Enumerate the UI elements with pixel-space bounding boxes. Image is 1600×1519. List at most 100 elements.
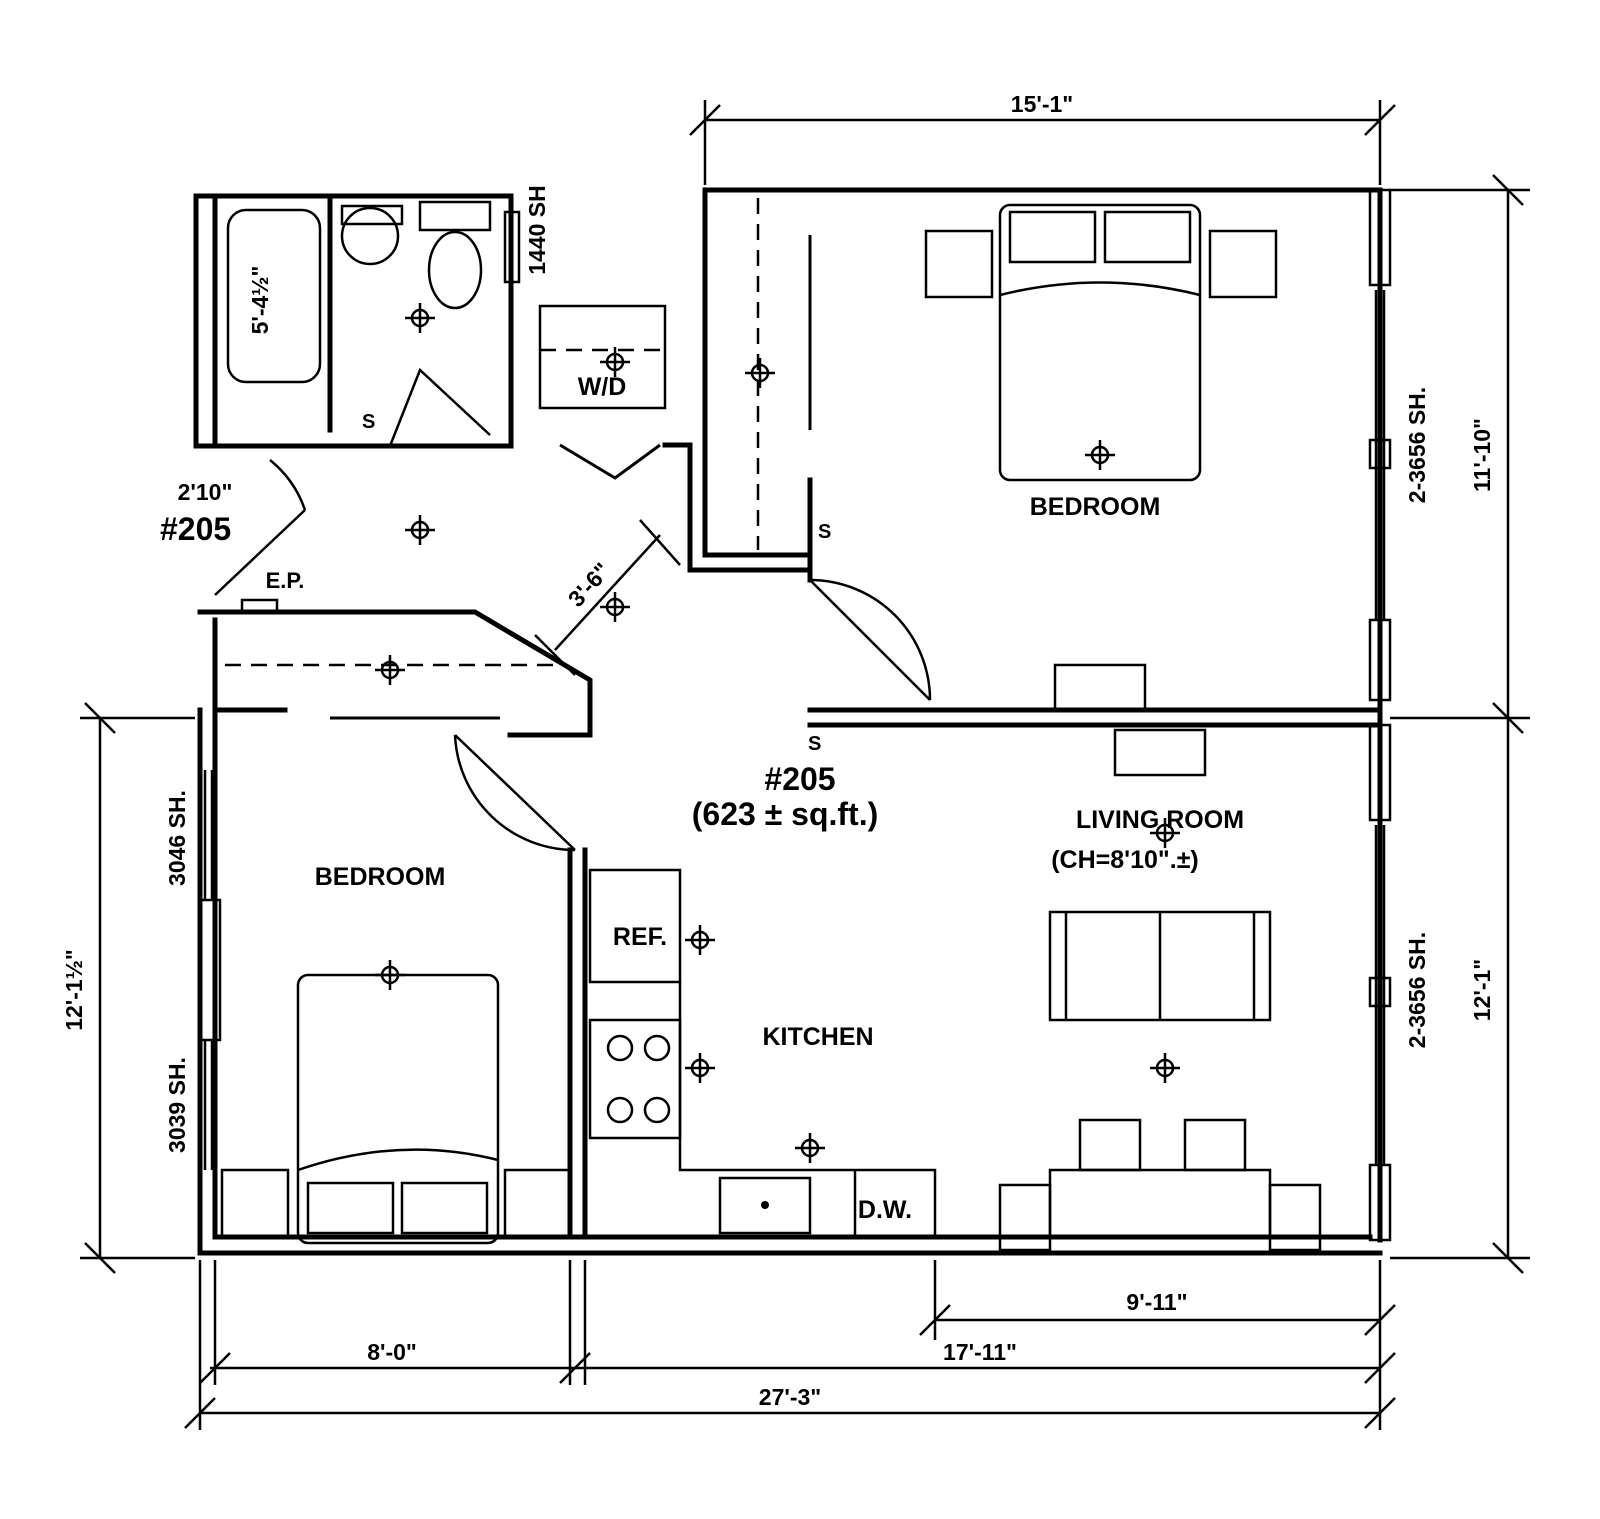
burner bbox=[643, 1096, 671, 1124]
switch-symbol: S bbox=[818, 521, 831, 543]
kitchen-sink bbox=[718, 1176, 812, 1235]
room-labels: #205 #205 (623 ± sq.ft.) BEDROOM BEDROOM… bbox=[160, 373, 1244, 1224]
living-room-label: LIVING ROOM bbox=[1076, 806, 1244, 834]
toilet-bowl bbox=[427, 230, 483, 310]
fixtures bbox=[220, 200, 1322, 1252]
left-bedroom-door-swing bbox=[453, 734, 576, 852]
light-fixture bbox=[375, 960, 405, 990]
dim-entry-door: 2'10" bbox=[178, 479, 233, 505]
dim-living-depth: 12'-1" bbox=[1469, 959, 1495, 1021]
light-fixture bbox=[600, 592, 630, 622]
light-fixture bbox=[685, 925, 715, 955]
dining-chair bbox=[1078, 1118, 1142, 1172]
doors bbox=[214, 235, 932, 852]
window-left-upper-label: 3046 SH. bbox=[164, 790, 190, 886]
unit-area: (623 ± sq.ft.) bbox=[692, 796, 878, 832]
window-jamb bbox=[198, 898, 222, 1042]
dining-chair bbox=[1183, 1118, 1247, 1172]
pillow bbox=[1008, 210, 1097, 264]
sink-drain bbox=[761, 1201, 769, 1209]
bathtub bbox=[226, 208, 322, 384]
light-fixture bbox=[405, 303, 435, 333]
window-jamb bbox=[1368, 723, 1392, 822]
dim-left-bedroom-width: 8'-0" bbox=[367, 1339, 417, 1365]
dimension-labels: 15'-1" 11'-10" 12'-1" 12'-1½" 8'-0" 17'-… bbox=[61, 91, 1495, 1410]
window-labels: 1440 SH 2-3656 SH. 2-3656 SH. 3046 SH. 3… bbox=[164, 185, 1430, 1153]
burner bbox=[606, 1034, 634, 1062]
ceiling-height-label: (CH=8'10".±) bbox=[1051, 846, 1199, 874]
window-right-upper-label: 2-3656 SH. bbox=[1404, 387, 1430, 503]
entry-door-swing bbox=[214, 459, 307, 596]
kitchen-counter bbox=[678, 982, 937, 1237]
unit-number-entry: #205 bbox=[160, 511, 231, 547]
bedroom-left-label: BEDROOM bbox=[315, 863, 446, 891]
nightstand bbox=[503, 1168, 573, 1238]
light-fixture bbox=[685, 1053, 715, 1083]
walls bbox=[193, 187, 1383, 1256]
laundry-bifold bbox=[559, 443, 661, 480]
light-fixture bbox=[795, 1133, 825, 1163]
bathroom-wall bbox=[193, 193, 514, 449]
burner bbox=[643, 1034, 671, 1062]
light-fixture bbox=[600, 347, 630, 377]
washer-dryer bbox=[538, 304, 667, 410]
dimension-lines bbox=[80, 100, 1530, 1430]
toilet-tank bbox=[418, 200, 492, 232]
window-mullion bbox=[1368, 976, 1392, 1008]
light-fixture bbox=[745, 358, 775, 388]
dining-table bbox=[1048, 1168, 1272, 1239]
refrigerator bbox=[588, 868, 682, 984]
burner bbox=[606, 1096, 634, 1124]
dining-chair bbox=[1268, 1183, 1322, 1252]
switches: S S S bbox=[362, 411, 831, 755]
refrigerator-label: REF. bbox=[613, 923, 667, 951]
range bbox=[588, 1018, 682, 1140]
window-bath-label: 1440 SH bbox=[524, 185, 550, 275]
electrical-panel bbox=[240, 598, 279, 614]
dim-bedroom-depth: 11'-10" bbox=[1469, 418, 1495, 492]
closet-rods bbox=[225, 198, 760, 667]
bath-door bbox=[388, 367, 491, 447]
pillow bbox=[306, 1181, 395, 1235]
dining-chair bbox=[998, 1183, 1052, 1252]
window-left-lower-label: 3039 SH. bbox=[164, 1057, 190, 1153]
light-fixture bbox=[1150, 1053, 1180, 1083]
dim-overall-width: 27'-3" bbox=[759, 1384, 821, 1410]
pillow bbox=[400, 1181, 489, 1235]
dim-bedroom-width: 15'-1" bbox=[1011, 91, 1073, 117]
bed-sheet bbox=[297, 1148, 499, 1172]
dim-living-width-part: 9'-11" bbox=[1126, 1289, 1187, 1315]
windows bbox=[198, 188, 1392, 1242]
light-fixture bbox=[1085, 440, 1115, 470]
entry-closet-wall bbox=[197, 609, 593, 738]
ceiling-lights bbox=[375, 303, 1180, 1163]
electrical-panel-label: E.P. bbox=[266, 568, 305, 593]
bedroom-right-label: BEDROOM bbox=[1030, 493, 1161, 521]
light-fixture bbox=[375, 655, 405, 685]
pillow bbox=[1103, 210, 1192, 264]
window-jamb bbox=[1368, 1163, 1392, 1242]
nightstand bbox=[924, 229, 994, 299]
switch-symbol: S bbox=[362, 411, 375, 433]
unit-number-center: #205 bbox=[764, 761, 835, 797]
tv-unit bbox=[1113, 728, 1207, 777]
dresser-top bbox=[1053, 663, 1147, 712]
bed-sheet bbox=[999, 281, 1201, 297]
washer-dryer-label: W/D bbox=[578, 373, 627, 401]
kitchen-label: KITCHEN bbox=[762, 1023, 873, 1051]
dim-kitchen-living-width: 17'-11" bbox=[943, 1339, 1017, 1365]
light-fixture bbox=[405, 515, 435, 545]
switch-symbol: S bbox=[808, 733, 821, 755]
dim-left-bedroom-depth: 12'-1½" bbox=[61, 949, 87, 1031]
bath-sink bbox=[340, 206, 400, 266]
window-jamb bbox=[1368, 188, 1392, 287]
sink-faucet bbox=[340, 204, 404, 226]
bedroom-door-swing bbox=[809, 578, 932, 701]
window-right-lower-label: 2-3656 SH. bbox=[1404, 932, 1430, 1048]
dishwasher-label: D.W. bbox=[858, 1196, 912, 1224]
nightstand bbox=[1208, 229, 1278, 299]
dim-tub-length: 5'-4½" bbox=[247, 266, 273, 335]
window-mullion bbox=[1368, 438, 1392, 470]
window-jamb bbox=[1368, 618, 1392, 702]
